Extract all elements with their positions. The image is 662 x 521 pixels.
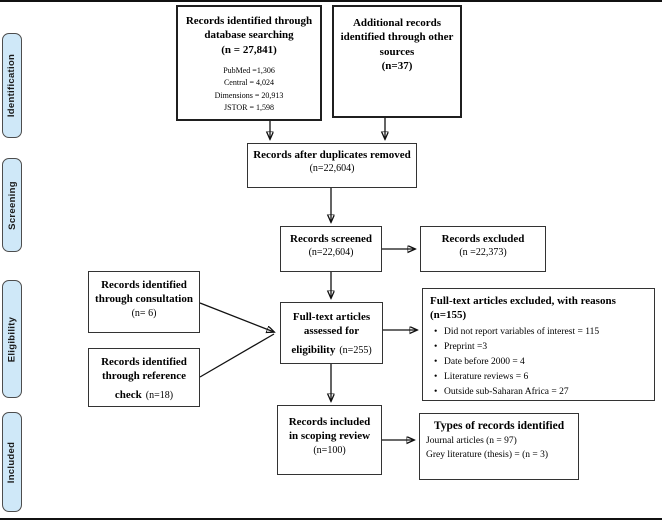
box-title-line: Additional records [352, 17, 442, 29]
source-count: PubMed =1,306 [223, 65, 275, 75]
box-title: Full-text articles excluded, with reason… [430, 294, 647, 323]
box-additional-records: Additional records identified through ot… [332, 5, 462, 118]
box-title-line: through consultation [95, 293, 193, 306]
figure-bottom-rule [0, 518, 662, 520]
exclusion-reason: Preprint =3 [430, 340, 647, 355]
box-title-text: Full-text articles excluded, with reason… [430, 295, 616, 307]
box-types-of-records: Types of records identified Journal arti… [419, 413, 579, 480]
stage-label: Identification [6, 53, 18, 118]
arrow-consultation-to-assessed [199, 302, 274, 332]
arrow-reference-to-assessed [199, 333, 275, 378]
box-records-excluded: Records excluded (n =22,373) [420, 226, 546, 272]
stage-label: Screening [6, 180, 18, 230]
stage-pill-included: Included [2, 412, 22, 512]
box-records-reference-check: Records identified through reference che… [88, 348, 200, 407]
stage-pill-eligibility: Eligibility [2, 280, 22, 398]
source-count: JSTOR = 1,598 [224, 103, 274, 113]
box-title-line: through reference [101, 370, 186, 383]
box-count: (n=18) [145, 389, 174, 401]
exclusion-reason: Literature reviews = 6 [430, 370, 647, 385]
box-count: (n=22,604) [308, 247, 354, 259]
box-title-line: check (n=18) [89, 384, 199, 405]
figure-top-rule [0, 0, 662, 2]
exclusion-reason: Outside sub-Saharan Africa = 27 [430, 385, 647, 400]
stage-pill-screening: Screening [2, 158, 22, 252]
stage-label: Eligibility [6, 316, 18, 362]
box-included-scoping-review: Records included in scoping review (n=10… [277, 405, 382, 475]
box-title: Records excluded [441, 233, 525, 245]
box-records-database-searching: Records identified through database sear… [176, 5, 322, 121]
record-type-line: Grey literature (thesis) = (n = 3) [426, 450, 549, 461]
box-title-line: Full-text articles [292, 311, 371, 323]
box-title-line: eligibility (n=255) [281, 339, 382, 360]
box-records-consultation: Records identified through consultation … [88, 271, 200, 333]
box-title-line: database searching [204, 29, 294, 42]
box-count: (n=100) [313, 444, 346, 456]
box-title-line: assessed for [303, 325, 360, 338]
box-fulltext-excluded-reasons: Full-text articles excluded, with reason… [422, 288, 655, 401]
box-count: (n =22,373) [459, 247, 507, 259]
stage-pill-identification: Identification [2, 33, 22, 138]
box-title-line: Records identified [101, 279, 187, 291]
source-count: Central = 4,024 [223, 78, 275, 88]
exclusion-reason: Did not report variables of interest = 1… [430, 325, 647, 340]
box-title-line: Records included [288, 416, 371, 428]
box-records-screened: Records screened (n=22,604) [280, 226, 382, 272]
box-count: (n=155) [430, 309, 467, 322]
box-fulltext-assessed: Full-text articles assessed for eligibil… [280, 302, 383, 364]
box-duplicates-removed: Records after duplicates removed (n=22,6… [247, 143, 417, 188]
box-count: (n=22,604) [309, 163, 355, 175]
box-title: Records screened [290, 233, 372, 245]
record-type-line: Journal articles (n = 97) [426, 435, 517, 446]
box-title-word: eligibility [291, 343, 336, 356]
box-title-line: Records identified through [185, 15, 313, 27]
box-title: Records after duplicates removed [253, 149, 411, 161]
source-count: Dimensions = 20,913 [214, 90, 284, 100]
box-title-line: sources [379, 45, 415, 58]
box-title-line: Records identified [101, 356, 187, 368]
box-count: (n=255) [339, 344, 372, 356]
box-title-line: identified through other [340, 31, 454, 44]
box-title-word: check [114, 388, 142, 401]
box-count: (n=37) [381, 59, 413, 72]
box-count: (n = 27,841) [221, 43, 277, 56]
box-title-line: in scoping review [288, 430, 371, 443]
stage-label: Included [6, 441, 18, 483]
box-title: Types of records identified [433, 420, 565, 432]
exclusion-reason: Date before 2000 = 4 [430, 355, 647, 370]
box-count: (n= 6) [131, 307, 157, 319]
